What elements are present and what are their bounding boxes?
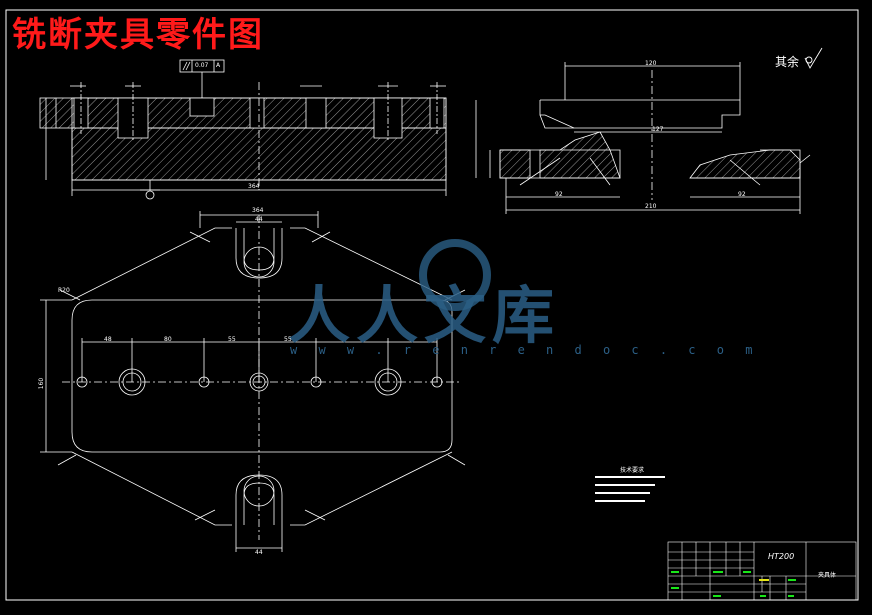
- dim-side-width: 210: [645, 203, 657, 210]
- part-name-label: 夹具体: [818, 572, 837, 579]
- tolerance-datum: A: [216, 62, 221, 69]
- front-view: [39, 82, 447, 200]
- dim-top-width: 364: [252, 207, 264, 214]
- dim-plate-height: 160: [38, 377, 46, 390]
- watermark-text: 人人文库: [288, 279, 561, 352]
- dim-side-mid: 127: [652, 126, 664, 133]
- dim-spacing-d: 55: [284, 336, 292, 343]
- watermark-ring: [419, 239, 491, 311]
- material-label: HT200: [768, 552, 795, 561]
- roughness-symbol: [804, 47, 823, 69]
- dim-spacing-a: 48: [104, 336, 112, 343]
- dim-slot-width: 44: [255, 216, 263, 223]
- tech-requirements-title: 技术要求: [620, 467, 645, 474]
- tolerance-frame: [179, 59, 225, 98]
- top-view: [40, 211, 466, 552]
- dim-front-width: 364: [248, 183, 260, 190]
- dim-slot-width-bottom: 44: [255, 549, 263, 556]
- dim-side-top-width: 120: [645, 60, 657, 67]
- watermark-url: w w w . r e n r e n d o c . c o m: [290, 343, 760, 357]
- dim-spacing-c: 55: [228, 336, 236, 343]
- tolerance-value: 0.07: [195, 62, 209, 69]
- dim-side-right: 92: [738, 191, 746, 198]
- drawing-title: 铣断夹具零件图: [12, 15, 264, 55]
- roughness-note: 其余: [775, 55, 800, 69]
- side-view: [475, 62, 811, 214]
- dim-side-left: 92: [555, 191, 563, 198]
- dim-spacing-b: 80: [164, 336, 172, 343]
- dim-radius: R20: [58, 287, 70, 294]
- tech-notes: [595, 476, 665, 502]
- sheet-border: [5, 9, 859, 601]
- title-block: [667, 541, 857, 601]
- title-block-marks: [671, 571, 796, 597]
